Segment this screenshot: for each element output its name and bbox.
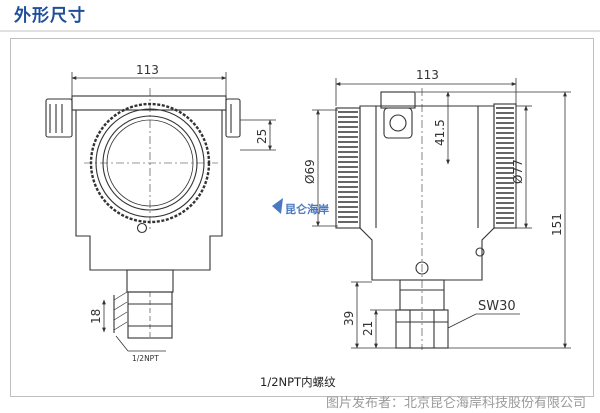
side-width-label: 113: [416, 68, 439, 82]
right-diameter-label: Ø77: [511, 159, 525, 184]
left-cover: [335, 107, 361, 229]
section-title: 外形尺寸: [14, 6, 86, 26]
right-cable-gland: [225, 98, 241, 138]
right-cover: [493, 103, 517, 229]
left-cable-gland: [45, 98, 73, 138]
thread-caption: 1/2NPT内螺纹: [260, 375, 336, 389]
image-credit: 图片发布者：北京昆仑海岸科技股份有限公司: [325, 396, 586, 411]
watermark-logo: 昆仑海岸: [272, 198, 329, 216]
fitting-dim-label: 21: [361, 321, 375, 336]
vent-screw: [415, 261, 429, 275]
overall-height-label: 151: [550, 213, 564, 236]
wrench-leader: [447, 313, 477, 329]
top-entry-hex: [383, 107, 413, 139]
side-body: [359, 105, 495, 281]
drawing-frame: [10, 38, 594, 397]
front-left-label: 18: [89, 309, 103, 324]
left-cover-fins: [338, 111, 358, 223]
side-dimensions: [312, 78, 571, 349]
lock-screw: [136, 222, 148, 234]
side-view: [335, 88, 517, 350]
front-hex-fitting: [127, 291, 173, 339]
front-view: [45, 88, 241, 339]
watermark-text: 昆仑海岸: [285, 202, 329, 216]
front-right-label: 25: [255, 129, 269, 144]
front-dimensions: [71, 72, 276, 352]
top-height-label: 41.5: [433, 119, 447, 146]
thread-leader: [115, 335, 129, 352]
wrench-size-label: SW30: [478, 299, 516, 314]
thread-note-label: 1/2NPT: [132, 354, 159, 363]
front-neck: [126, 269, 174, 293]
lower-dim-label: 39: [342, 311, 356, 326]
right-cover-fins: [496, 107, 514, 224]
left-diameter-label: Ø69: [303, 159, 317, 184]
front-width-label: 113: [136, 63, 159, 77]
title-divider: [0, 30, 600, 32]
